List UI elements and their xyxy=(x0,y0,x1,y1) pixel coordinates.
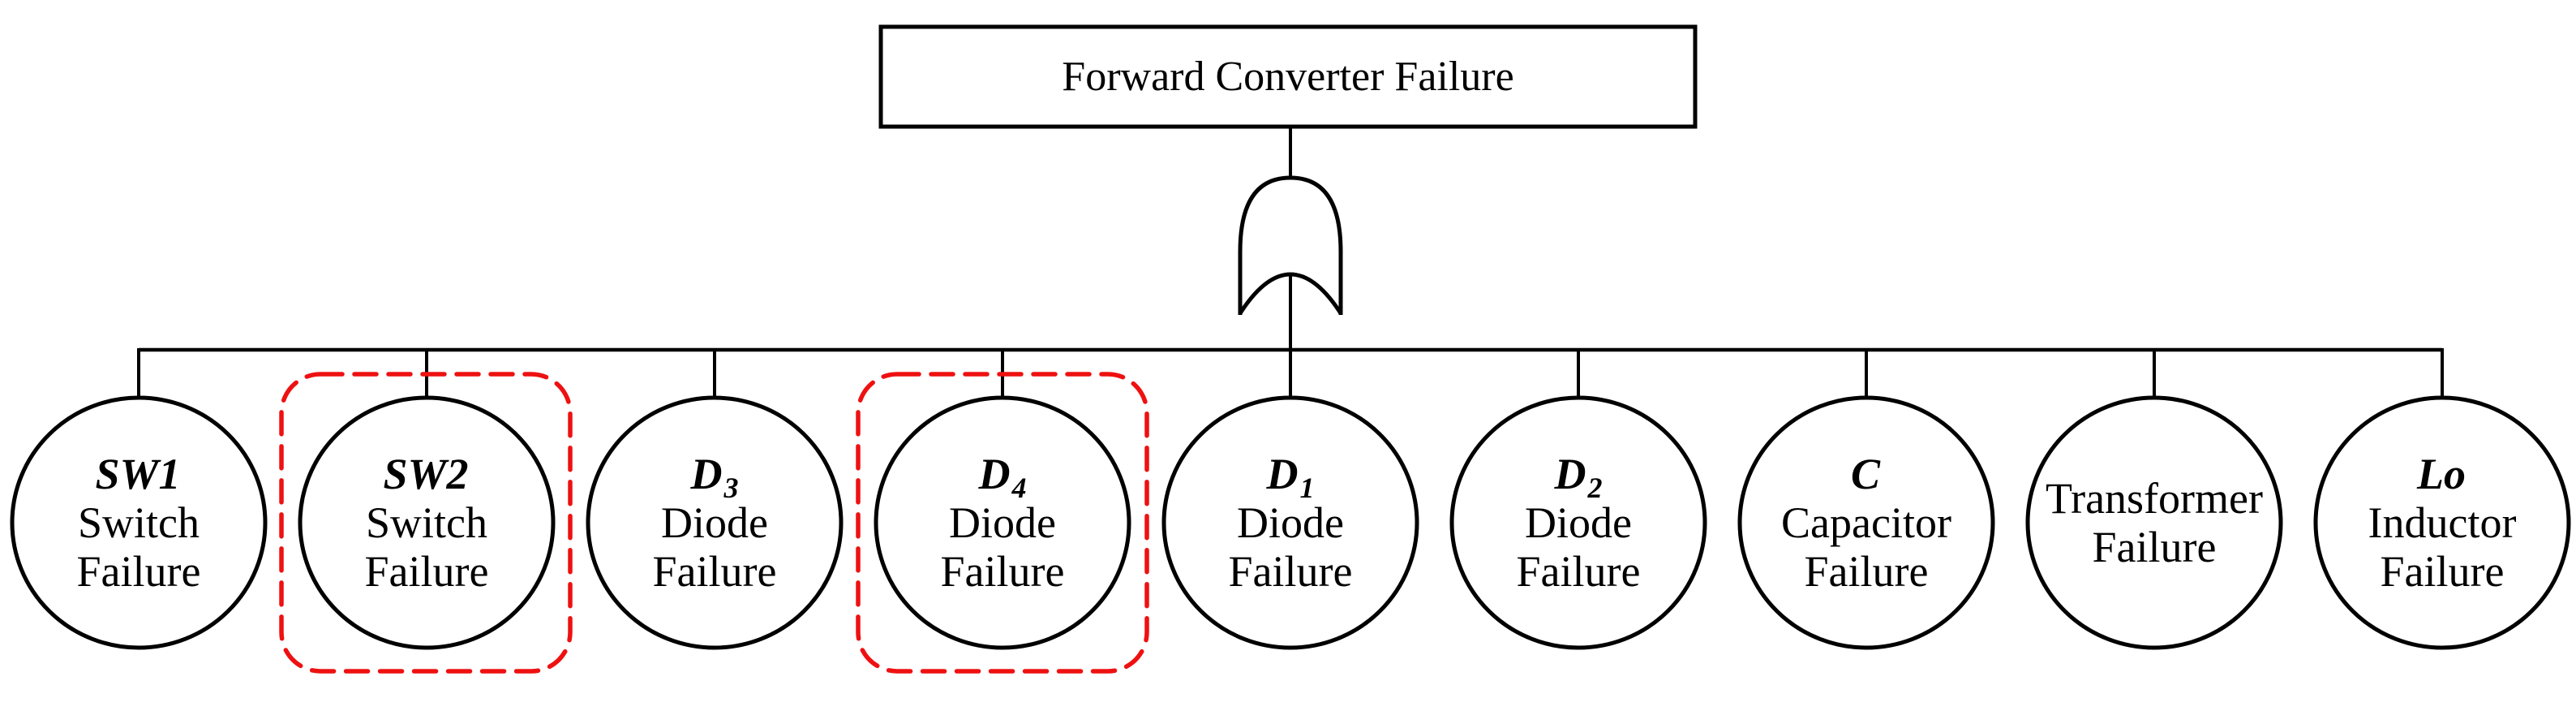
event-circle-c xyxy=(1737,395,1995,650)
node-text-line: Failure xyxy=(76,547,201,596)
event-circle-d2 xyxy=(1449,395,1707,650)
node-label-lo: Lo Inductor Failure xyxy=(2312,398,2572,648)
event-circle-sw1 xyxy=(10,395,268,650)
node-text-line: Failure xyxy=(1804,547,1929,596)
node-symbol: D1 xyxy=(1266,450,1315,504)
node-label-c: C Capacitor Failure xyxy=(1737,398,1996,648)
node-text-line: Switch xyxy=(365,498,487,547)
event-circle-transformer xyxy=(2025,395,2283,650)
event-circle-lo xyxy=(2313,395,2571,650)
top-event-label: Forward Converter Failure xyxy=(1062,54,1514,100)
event-circle-d1 xyxy=(1161,395,1419,650)
node-symbol: D2 xyxy=(1554,450,1603,504)
node-label-d3: D3 Diode Failure xyxy=(585,398,844,648)
node-text-line: Diode xyxy=(949,498,1056,547)
top-event-box xyxy=(878,24,1698,129)
node-text-line: Switch xyxy=(77,498,200,547)
node-symbol: SW1 xyxy=(95,450,181,498)
node-symbol: SW2 xyxy=(383,450,469,498)
or-gate-dome xyxy=(1238,175,1343,315)
drop-lines xyxy=(137,348,2444,399)
node-text-line: Diode xyxy=(1525,498,1632,547)
node-text-line: Failure xyxy=(364,547,489,596)
node-text-line: Diode xyxy=(661,498,768,547)
node-label-d1: D1 Diode Failure xyxy=(1161,398,1420,648)
highlight-box-d4 xyxy=(856,372,1149,674)
node-symbol: D3 xyxy=(690,450,739,504)
node-text-line: Capacitor xyxy=(1781,498,1951,547)
node-symbol: C xyxy=(1850,450,1881,498)
highlight-box-sw2 xyxy=(279,372,573,674)
event-circles xyxy=(10,395,2571,650)
node-text-line: Failure xyxy=(1516,547,1641,596)
event-circle-d4 xyxy=(874,395,1131,650)
node-symbol: Lo xyxy=(2417,450,2466,498)
node-text-line: Transformer xyxy=(2046,474,2263,523)
node-text-line: Failure xyxy=(940,547,1065,596)
event-circle-sw2 xyxy=(298,395,556,650)
node-label-transformer: Transformer Failure xyxy=(2024,398,2284,648)
node-text-line: Failure xyxy=(1228,547,1353,596)
event-circle-d3 xyxy=(586,395,844,650)
node-text-line: Inductor xyxy=(2368,498,2517,547)
node-text-line: Failure xyxy=(2092,523,2217,571)
node-label-d4: D4 Diode Failure xyxy=(873,398,1132,648)
node-label-d2: D2 Diode Failure xyxy=(1449,398,1708,648)
node-text-line: Failure xyxy=(652,547,777,596)
node-label-sw1: SW1 Switch Failure xyxy=(9,398,268,648)
node-text-line: Diode xyxy=(1237,498,1344,547)
node-symbol: D4 xyxy=(978,450,1027,504)
node-text-line: Failure xyxy=(2380,547,2505,596)
node-label-sw2: SW2 Switch Failure xyxy=(297,398,556,648)
